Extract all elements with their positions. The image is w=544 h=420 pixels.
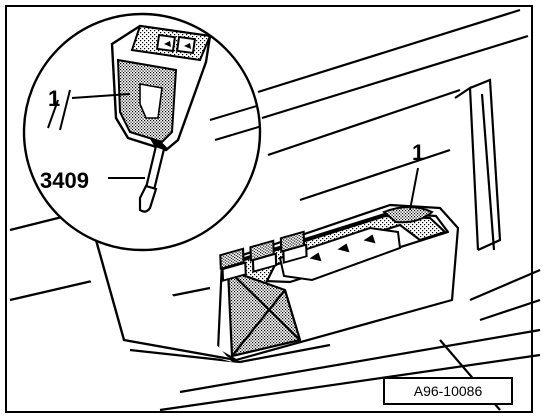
switch-button [251, 252, 278, 273]
switch-button [219, 247, 245, 270]
tool-3409 [138, 137, 169, 213]
callout-tool-3409: 3409 [40, 168, 89, 193]
trim-cover-door [382, 206, 434, 224]
switch-button [221, 261, 247, 282]
door-panel [9, 8, 541, 412]
window-switches [219, 226, 402, 282]
detail-inset: 1 3409 [22, 12, 419, 362]
callout-part-1-inset: 1 [48, 86, 60, 111]
reference-number: A96-10086 [414, 383, 483, 399]
leader-part-1-inset [71, 93, 131, 99]
leader-part-1-door [409, 167, 419, 211]
callout-part-1-door: 1 [412, 140, 424, 165]
switch-button [282, 243, 308, 264]
reference-label: A96-10086 [383, 377, 513, 405]
